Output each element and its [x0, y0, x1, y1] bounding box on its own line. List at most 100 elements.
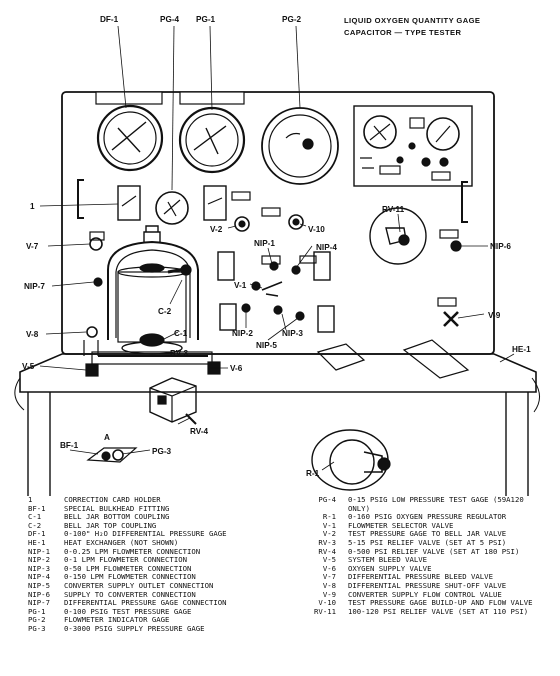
pg3-bf1-inset: [86, 447, 138, 463]
legend-description: 0-150 LPM FLOWMETER CONNECTION: [64, 572, 196, 582]
callout-c1: C-1: [174, 329, 188, 338]
legend-code: V-2: [322, 529, 336, 539]
legend-code: V-1: [322, 520, 336, 530]
legend-description: 0-1 LPM FLOWMETER CONNECTION: [64, 555, 188, 565]
legend-description: 0-50 LPM FLOWMETER CONNECTION: [64, 563, 192, 573]
legend-item: NIP-6 SUPPLY TO CONVERTER CONNECTION: [20, 589, 302, 600]
legend-description: TEST PRESSURE GAGE BUILD-UP AND FLOW VAL…: [348, 598, 533, 608]
legend-code: PG-4: [318, 495, 336, 504]
legend-description: HEAT EXCHANGER (NOT SHOWN): [64, 537, 179, 547]
callout-df1: DF-1: [100, 15, 119, 24]
legend-item: RV-11 100-120 PSI RELIEF VALVE (SET AT 11…: [300, 606, 550, 617]
legend-item: V-2 TEST PRESSURE GAGE TO BELL JAR VALVE: [300, 530, 550, 539]
bench-rail-right: [402, 339, 470, 379]
callout-v7: V-7: [26, 242, 39, 251]
legend-description: 0-100 PSIG TEST PRESSURE GAGE: [64, 606, 192, 616]
legend-code: PG-1: [28, 606, 46, 616]
callout-nip6: NIP-6: [490, 242, 511, 251]
legend-description: 0-15 PSIG LOW PRESSURE TEST GAGE (59A120…: [348, 495, 524, 513]
legend-code: NIP-1: [28, 546, 50, 556]
legend-item: HE-1 HEAT EXCHANGER (NOT SHOWN): [20, 537, 302, 548]
legend-code: HE-1: [28, 537, 46, 547]
callout-v10: V-10: [308, 225, 325, 234]
legend-code: PG-3: [28, 623, 46, 633]
legend-description: TEST PRESSURE GAGE TO BELL JAR VALVE: [348, 529, 507, 539]
callout-v2: V-2: [210, 225, 223, 234]
callout-rv4: RV-4: [190, 427, 208, 436]
callout-v5: V-5: [22, 362, 35, 371]
legend-description: 0-3000 PSIG SUPPLY PRESSURE GAGE: [64, 623, 205, 633]
legend-item: NIP-4 0-150 LPM FLOWMETER CONNECTION: [20, 573, 302, 582]
callout-r1: R-1: [306, 469, 320, 478]
callout-nip3: NIP-3: [282, 329, 303, 338]
bench-body: [27, 392, 529, 496]
callout-rv3: RV-3: [170, 349, 188, 358]
legend-description: DIFFERENTIAL PRESSURE SHUT-OFF VALVE: [348, 580, 507, 590]
callout-pg1: PG-1: [196, 15, 216, 24]
tester-illustration: DF-1 PG-4 PG-1 PG-2 LIQUID OXYGEN QUANTI…: [14, 15, 540, 496]
legend-code: NIP-7: [28, 598, 50, 608]
v8-valve: [86, 326, 98, 338]
legend-code: V-5: [322, 555, 336, 565]
rv4-relief-valve: [149, 377, 197, 425]
legend-code: C-2: [28, 520, 42, 530]
legend-description: OXYGEN SUPPLY VALVE: [348, 563, 432, 573]
pg2-gauge: [261, 107, 339, 185]
legend-item: RV-4 0-500 PSI RELIEF VALVE (SET AT 180 P…: [300, 546, 550, 557]
legend-description: SUPPLY TO CONVERTER CONNECTION: [64, 589, 196, 599]
r1-regulator: [311, 429, 391, 491]
bell-jar: [91, 225, 213, 365]
legend-code: C-1: [28, 512, 42, 522]
legend-description: 0-500 PSI RELIEF VALVE (SET AT 180 PSI): [348, 546, 520, 556]
v1-selector: [261, 281, 283, 297]
legend-item: V-1 FLOWMETER SELECTOR VALVE: [300, 520, 550, 531]
legend-description: CONVERTER SUPPLY FLOW CONTROL VALUE: [348, 589, 502, 599]
callout-v8: V-8: [26, 330, 39, 339]
legend-code: RV-4: [318, 546, 336, 556]
legend-description: 0-160 PSIG OXYGEN PRESSURE REGULATOR: [348, 512, 507, 522]
legend-description: 0-100" H₂O DIFFERENTIAL PRESSURE GAGE: [64, 529, 227, 539]
bench-top: [19, 353, 537, 393]
legend-code: NIP-4: [28, 572, 50, 582]
callout-v1: V-1: [234, 281, 247, 290]
correction-card-holder: [117, 185, 141, 221]
df1-gauge: [95, 91, 164, 172]
legend-code: NIP-6: [28, 589, 50, 599]
legend-description: FLOWMETER INDICATOR GAGE: [64, 615, 170, 625]
legend-description: 100-120 PSI RELIEF VALVE (SET AT 110 PSI…: [348, 606, 529, 616]
legend-code: RV-11: [314, 606, 336, 616]
legend-code: 1: [28, 495, 33, 504]
callout-nip7: NIP-7: [24, 282, 45, 291]
flowmeter-right: [313, 251, 331, 281]
legend-code: BF-1: [28, 503, 46, 513]
legend-description: FLOWMETER SELECTOR VALVE: [348, 520, 454, 530]
panel-handles: [77, 179, 468, 223]
legend-description: DIFFERENTIAL PRESSURE BLEED VALVE: [348, 572, 493, 582]
callout-pg4: PG-4: [160, 15, 180, 24]
legend-code: NIP-2: [28, 555, 50, 565]
callout-v6: V-6: [230, 364, 243, 373]
legend-code: RV-3: [318, 537, 336, 547]
bench-rail-left: [316, 343, 366, 371]
legend-code: V-6: [322, 563, 336, 573]
legend-description: SPECIAL BULKHEAD FITTING: [64, 503, 170, 513]
legend-item: NIP-2 0-1 LPM FLOWMETER CONNECTION: [20, 556, 302, 565]
legend-code: R-1: [322, 512, 336, 522]
callout-nip5: NIP-5: [256, 341, 277, 350]
lox-tester-subpanel: [353, 105, 473, 187]
pg4-gauge: [155, 191, 189, 225]
callout-c2: C-2: [158, 307, 172, 316]
legend-description: 5-15 PSI RELIEF VALVE (SET AT 5 PSI): [348, 537, 507, 547]
legend-item: R-1 0-160 PSIG OXYGEN PRESSURE REGULATOR: [300, 513, 550, 522]
v5-valve: [85, 363, 99, 377]
callout-pg3: PG-3: [152, 447, 172, 456]
legend-description: BELL JAR TOP COUPLING: [64, 520, 157, 530]
